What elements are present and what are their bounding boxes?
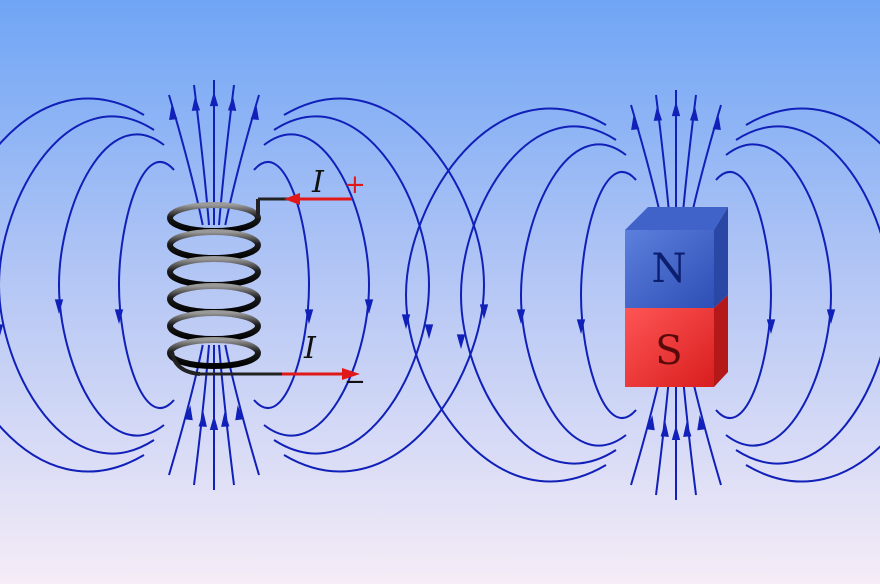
field-loop bbox=[273, 115, 431, 455]
field-arrow bbox=[304, 309, 314, 325]
solenoid-field-lines bbox=[0, 80, 489, 490]
magnet-north-pole bbox=[625, 230, 714, 308]
field-arrow bbox=[54, 299, 64, 315]
solenoid-coil bbox=[167, 199, 261, 376]
field-arrow bbox=[646, 415, 655, 431]
field-arrow bbox=[671, 425, 681, 441]
field-ray-bottom bbox=[224, 344, 260, 476]
field-loop bbox=[117, 161, 175, 409]
field-arrow bbox=[364, 299, 374, 315]
field-loop bbox=[0, 97, 145, 473]
field-ray-bottom bbox=[218, 344, 235, 486]
bottom-current-arrow bbox=[282, 368, 360, 380]
field-arrow bbox=[576, 319, 586, 335]
field-arrow bbox=[198, 411, 207, 427]
field-arrow bbox=[114, 309, 124, 325]
south-pole-label: S bbox=[655, 328, 682, 374]
field-arrow bbox=[401, 314, 411, 330]
field-arrow bbox=[479, 304, 489, 320]
field-arrow bbox=[424, 324, 434, 340]
field-loop bbox=[745, 107, 880, 483]
field-loop bbox=[253, 161, 311, 409]
field-loop bbox=[715, 171, 773, 419]
field-arrow bbox=[456, 334, 466, 350]
field-arrow bbox=[209, 91, 219, 107]
magnet-south-pole bbox=[625, 308, 714, 387]
current-label-bottom: I bbox=[303, 331, 317, 366]
field-arrow bbox=[766, 319, 776, 335]
field-arrow bbox=[227, 95, 237, 111]
field-arrow bbox=[250, 104, 259, 121]
current-sign-minus: − bbox=[344, 367, 366, 397]
field-arrow bbox=[0, 324, 4, 336]
field-loop bbox=[579, 171, 637, 419]
north-pole-label: N bbox=[652, 246, 687, 292]
field-arrow bbox=[712, 114, 721, 131]
field-loop bbox=[263, 133, 371, 437]
field-loop bbox=[459, 125, 617, 465]
current-label-top: I bbox=[311, 165, 325, 200]
field-loop bbox=[57, 133, 165, 437]
magnet-top-face bbox=[625, 207, 728, 230]
top-current-arrow bbox=[284, 193, 352, 205]
field-ray-bottom bbox=[168, 344, 204, 476]
coil-bottom-lead bbox=[170, 351, 201, 376]
field-loop bbox=[404, 107, 607, 483]
field-loop bbox=[283, 97, 486, 473]
field-arrow bbox=[169, 104, 178, 121]
field-arrow bbox=[235, 405, 244, 421]
field-arrow bbox=[221, 411, 230, 427]
field-arrow bbox=[689, 105, 699, 121]
magnet-field-lines bbox=[401, 90, 880, 501]
magnet-side-south bbox=[714, 295, 728, 387]
field-arrow bbox=[191, 95, 201, 111]
field-arrow bbox=[671, 101, 681, 117]
field-arrow bbox=[660, 421, 669, 437]
field-arrow bbox=[653, 105, 663, 121]
coil-winding bbox=[167, 337, 261, 369]
field-arrow bbox=[826, 309, 836, 325]
field-loop bbox=[725, 143, 833, 447]
field-loop bbox=[0, 115, 155, 455]
field-loop bbox=[735, 125, 880, 465]
field-arrow bbox=[516, 309, 526, 325]
bar-magnet: N S bbox=[625, 207, 728, 387]
field-arrow bbox=[683, 421, 692, 437]
field-arrow bbox=[184, 405, 193, 421]
field-arrow bbox=[631, 114, 640, 131]
field-ray-bottom bbox=[193, 344, 210, 486]
field-arrow bbox=[697, 415, 706, 431]
solenoid-current-leads: I + I − bbox=[200, 165, 366, 397]
field-loop bbox=[519, 143, 627, 447]
magnet-side-north bbox=[714, 207, 728, 308]
current-sign-plus: + bbox=[344, 170, 366, 200]
field-arrow bbox=[209, 415, 219, 431]
